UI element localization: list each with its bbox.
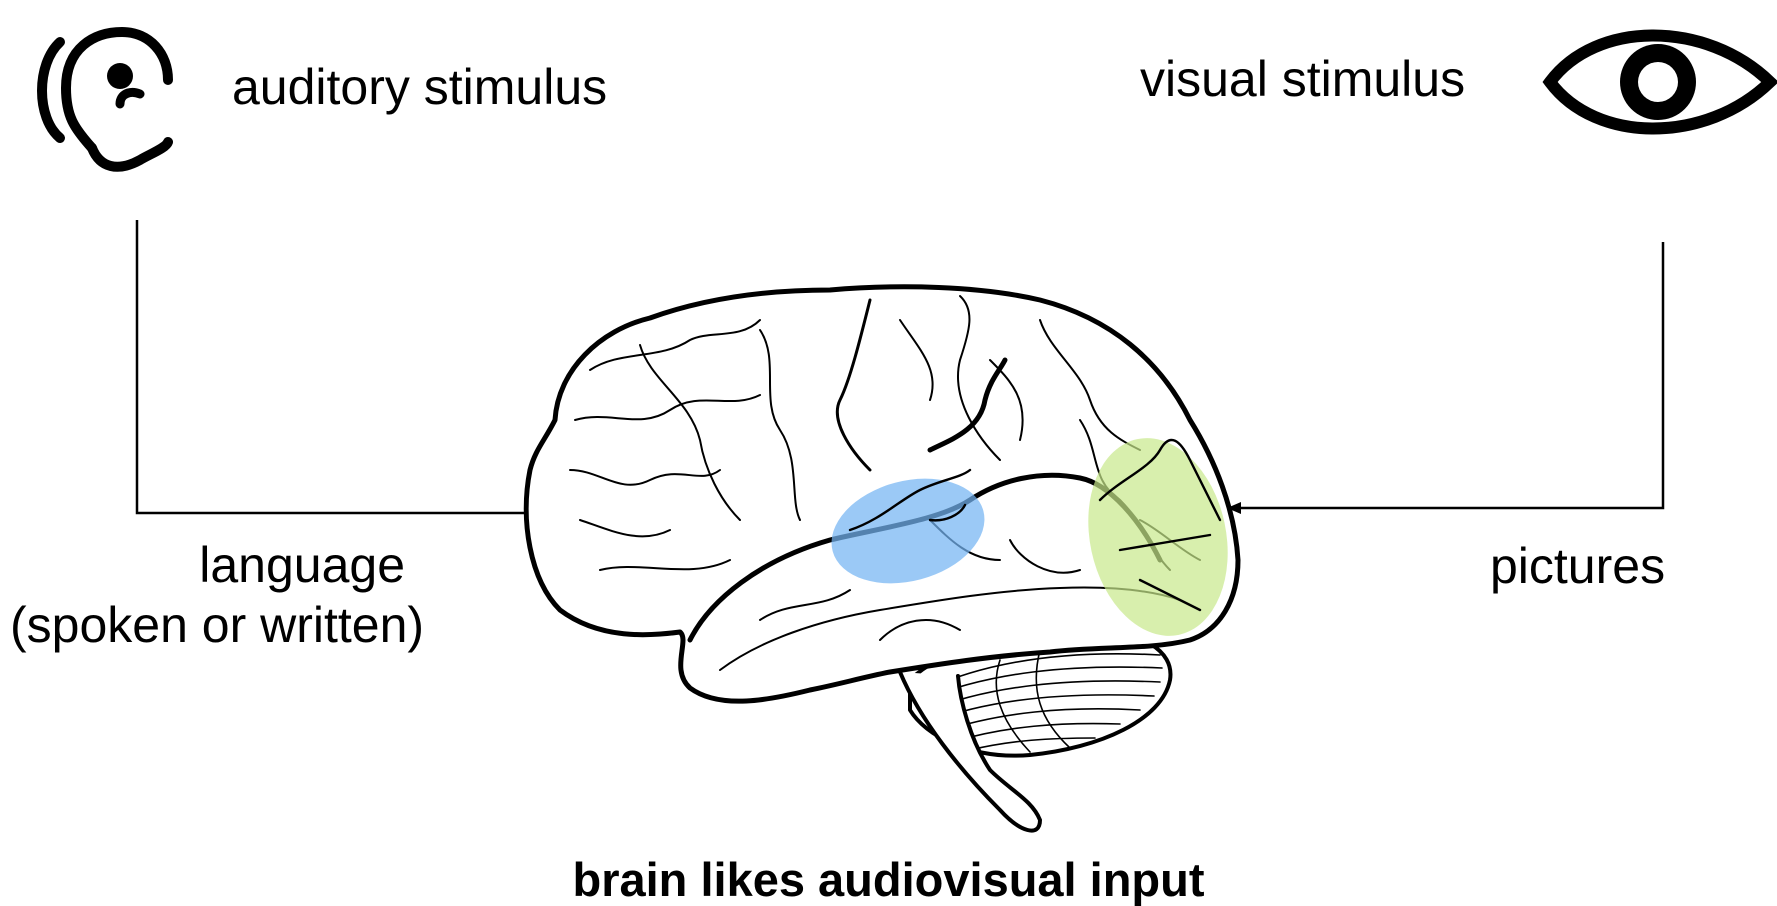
pictures-connector: [1228, 242, 1663, 508]
pictures-input-label: pictures: [1490, 541, 1665, 591]
language-input-label: language (spoken or written): [10, 535, 405, 655]
diagram-caption: brain likes audiovisual input: [0, 856, 1777, 903]
language-label-line1: language: [10, 535, 405, 595]
ear-icon: [42, 32, 168, 167]
eye-icon: [1550, 36, 1770, 129]
auditory-stimulus-label: auditory stimulus: [232, 62, 607, 112]
language-label-line2: (spoken or written): [10, 595, 405, 655]
visual-stimulus-label: visual stimulus: [1140, 54, 1465, 104]
